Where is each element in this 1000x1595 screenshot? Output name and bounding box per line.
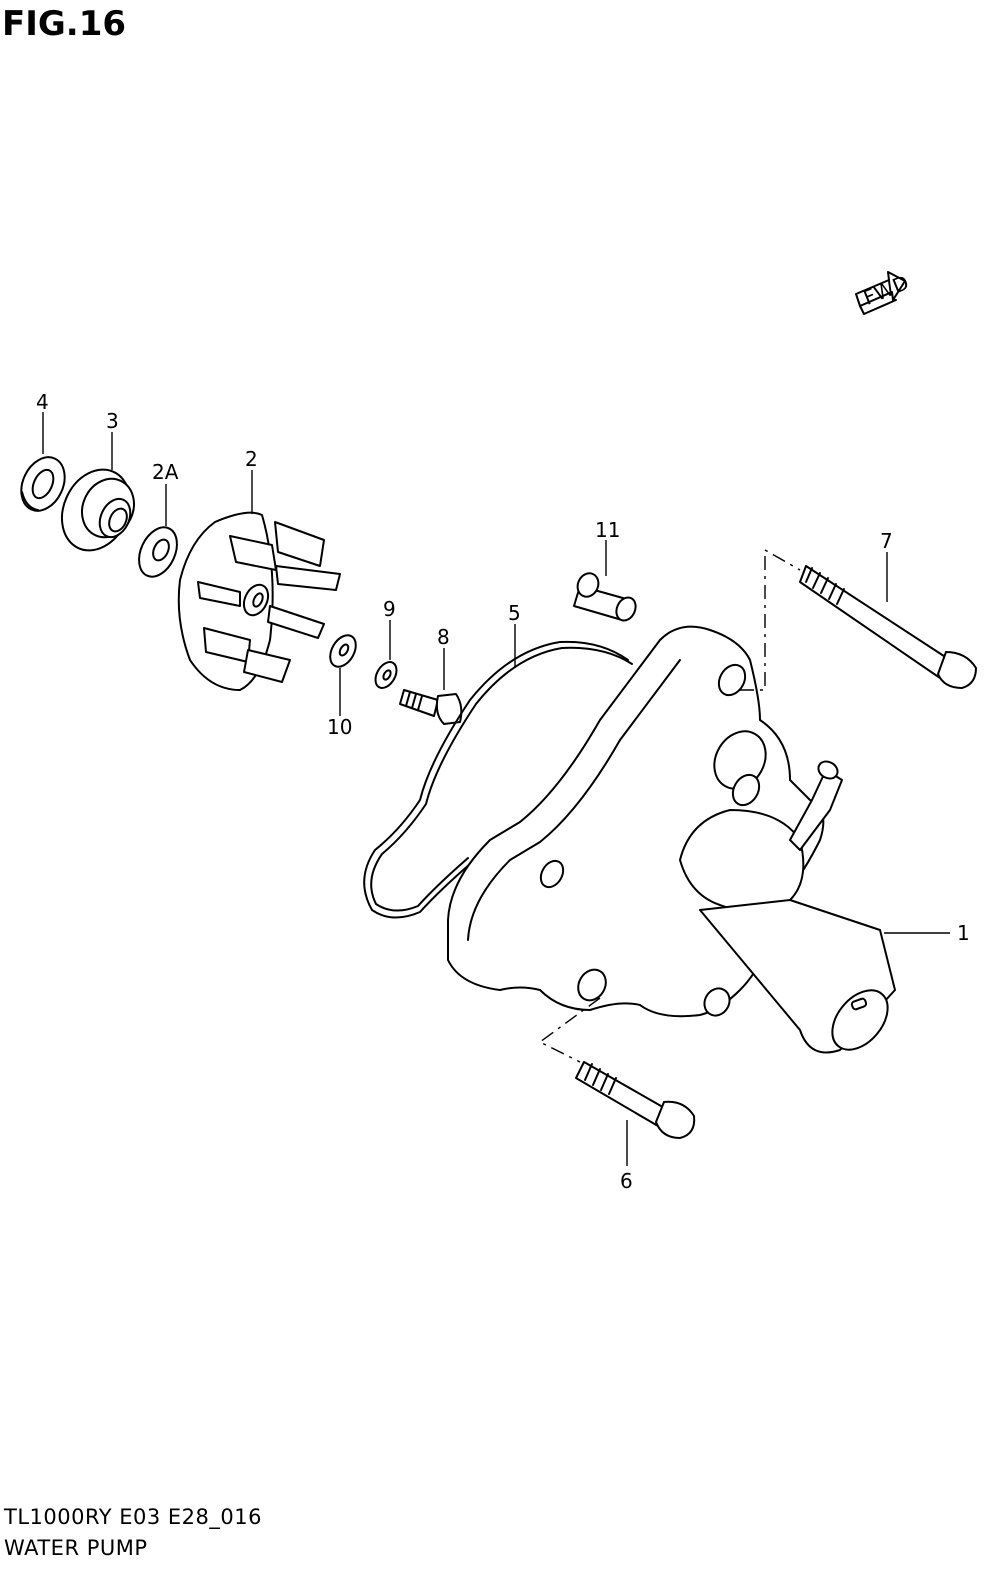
part-5-gasket [363, 640, 633, 919]
figure-title: FIG.16 [2, 4, 127, 44]
part-2a-seal-ring [138, 526, 178, 578]
callout-9: 9 [383, 597, 396, 621]
callout-10: 10 [327, 715, 352, 739]
part-8-bolt [399, 689, 463, 725]
assembly-name: WATER PUMP [4, 1536, 148, 1560]
callout-5: 5 [508, 601, 521, 625]
callout-1: 1 [957, 921, 970, 945]
callout-8: 8 [437, 625, 450, 649]
callout-11: 11 [595, 518, 620, 542]
part-3-mechanical-seal [60, 468, 135, 552]
part-9-washer [374, 661, 398, 689]
forward-arrow-icon: FWD [855, 270, 912, 315]
part-7-long-bolt [799, 565, 977, 689]
leader-lines [42, 412, 950, 1166]
callout-labels: 4 3 2A 2 11 7 9 8 5 10 1 6 [36, 390, 970, 1193]
part-1-water-pump-body [447, 625, 896, 1054]
callout-4: 4 [36, 390, 49, 414]
model-code: TL1000RY E03 E28_016 [4, 1505, 262, 1529]
callout-7: 7 [880, 529, 893, 553]
part-11-dowel-pin [573, 572, 637, 622]
callout-6: 6 [620, 1169, 633, 1193]
part-4-seal [20, 456, 66, 512]
part-10-washer [329, 634, 357, 668]
part-2-impeller [177, 511, 341, 691]
callout-2: 2 [245, 447, 258, 471]
callout-3: 3 [106, 409, 119, 433]
callout-2a: 2A [152, 460, 179, 484]
part-6-bolt [575, 1061, 696, 1139]
